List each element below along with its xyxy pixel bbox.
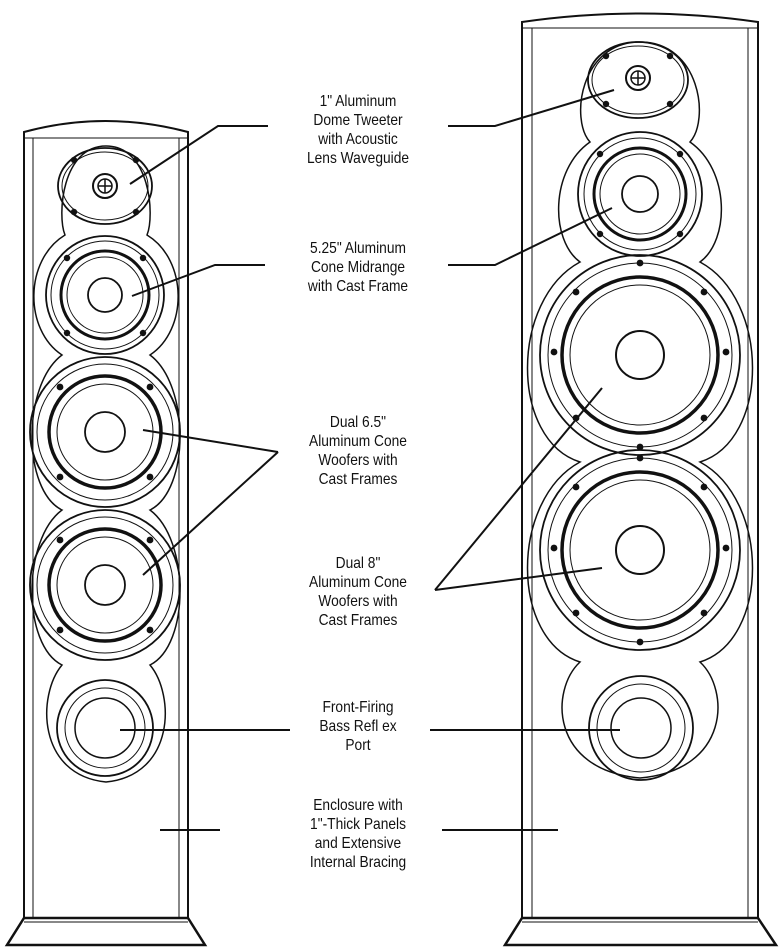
leader-woofer-right-upper	[434, 387, 603, 591]
right-speaker-baffle	[526, 41, 754, 779]
leader-woofer-right-lower	[434, 567, 603, 591]
leader-midrange-right	[448, 207, 613, 266]
right-tweeter	[587, 41, 689, 119]
left-speaker-base	[4, 916, 208, 947]
leader-tweeter-right	[448, 89, 615, 127]
label-woofers-large: Dual 8" Aluminum Cone Woofers with Cast …	[309, 555, 407, 629]
label-port: Front-Firing Bass Refl ex Port	[319, 699, 397, 754]
right-woofer-lower	[539, 449, 741, 651]
leader-tweeter-left	[129, 125, 268, 185]
label-midrange: 5.25" Aluminum Cone Midrange with Cast F…	[307, 240, 409, 295]
label-woofers-small: Dual 6.5" Aluminum Cone Woofers with Cas…	[309, 414, 407, 488]
label-enclosure: Enclosure with 1"-Thick Panels and Exten…	[309, 797, 407, 871]
left-speaker	[4, 120, 208, 947]
left-midrange	[45, 235, 165, 355]
right-bass-port	[588, 675, 694, 781]
leader-woofer-left-lower	[142, 451, 279, 576]
right-midrange	[577, 131, 703, 257]
leader-woofer-left-upper	[142, 429, 279, 453]
left-speaker-cabinet	[23, 120, 189, 919]
leader-midrange-left	[131, 264, 265, 297]
leader-lines	[120, 89, 620, 831]
left-speaker-baffle	[31, 145, 181, 783]
right-speaker	[502, 12, 779, 947]
left-woofer-lower	[29, 509, 181, 661]
right-woofer-upper	[539, 254, 741, 456]
left-bass-port	[56, 679, 154, 777]
right-speaker-base	[502, 916, 779, 947]
right-speaker-cabinet	[521, 12, 759, 919]
label-tweeter: 1" Aluminum Dome Tweeter with Acoustic L…	[307, 93, 409, 167]
left-tweeter	[57, 147, 153, 225]
